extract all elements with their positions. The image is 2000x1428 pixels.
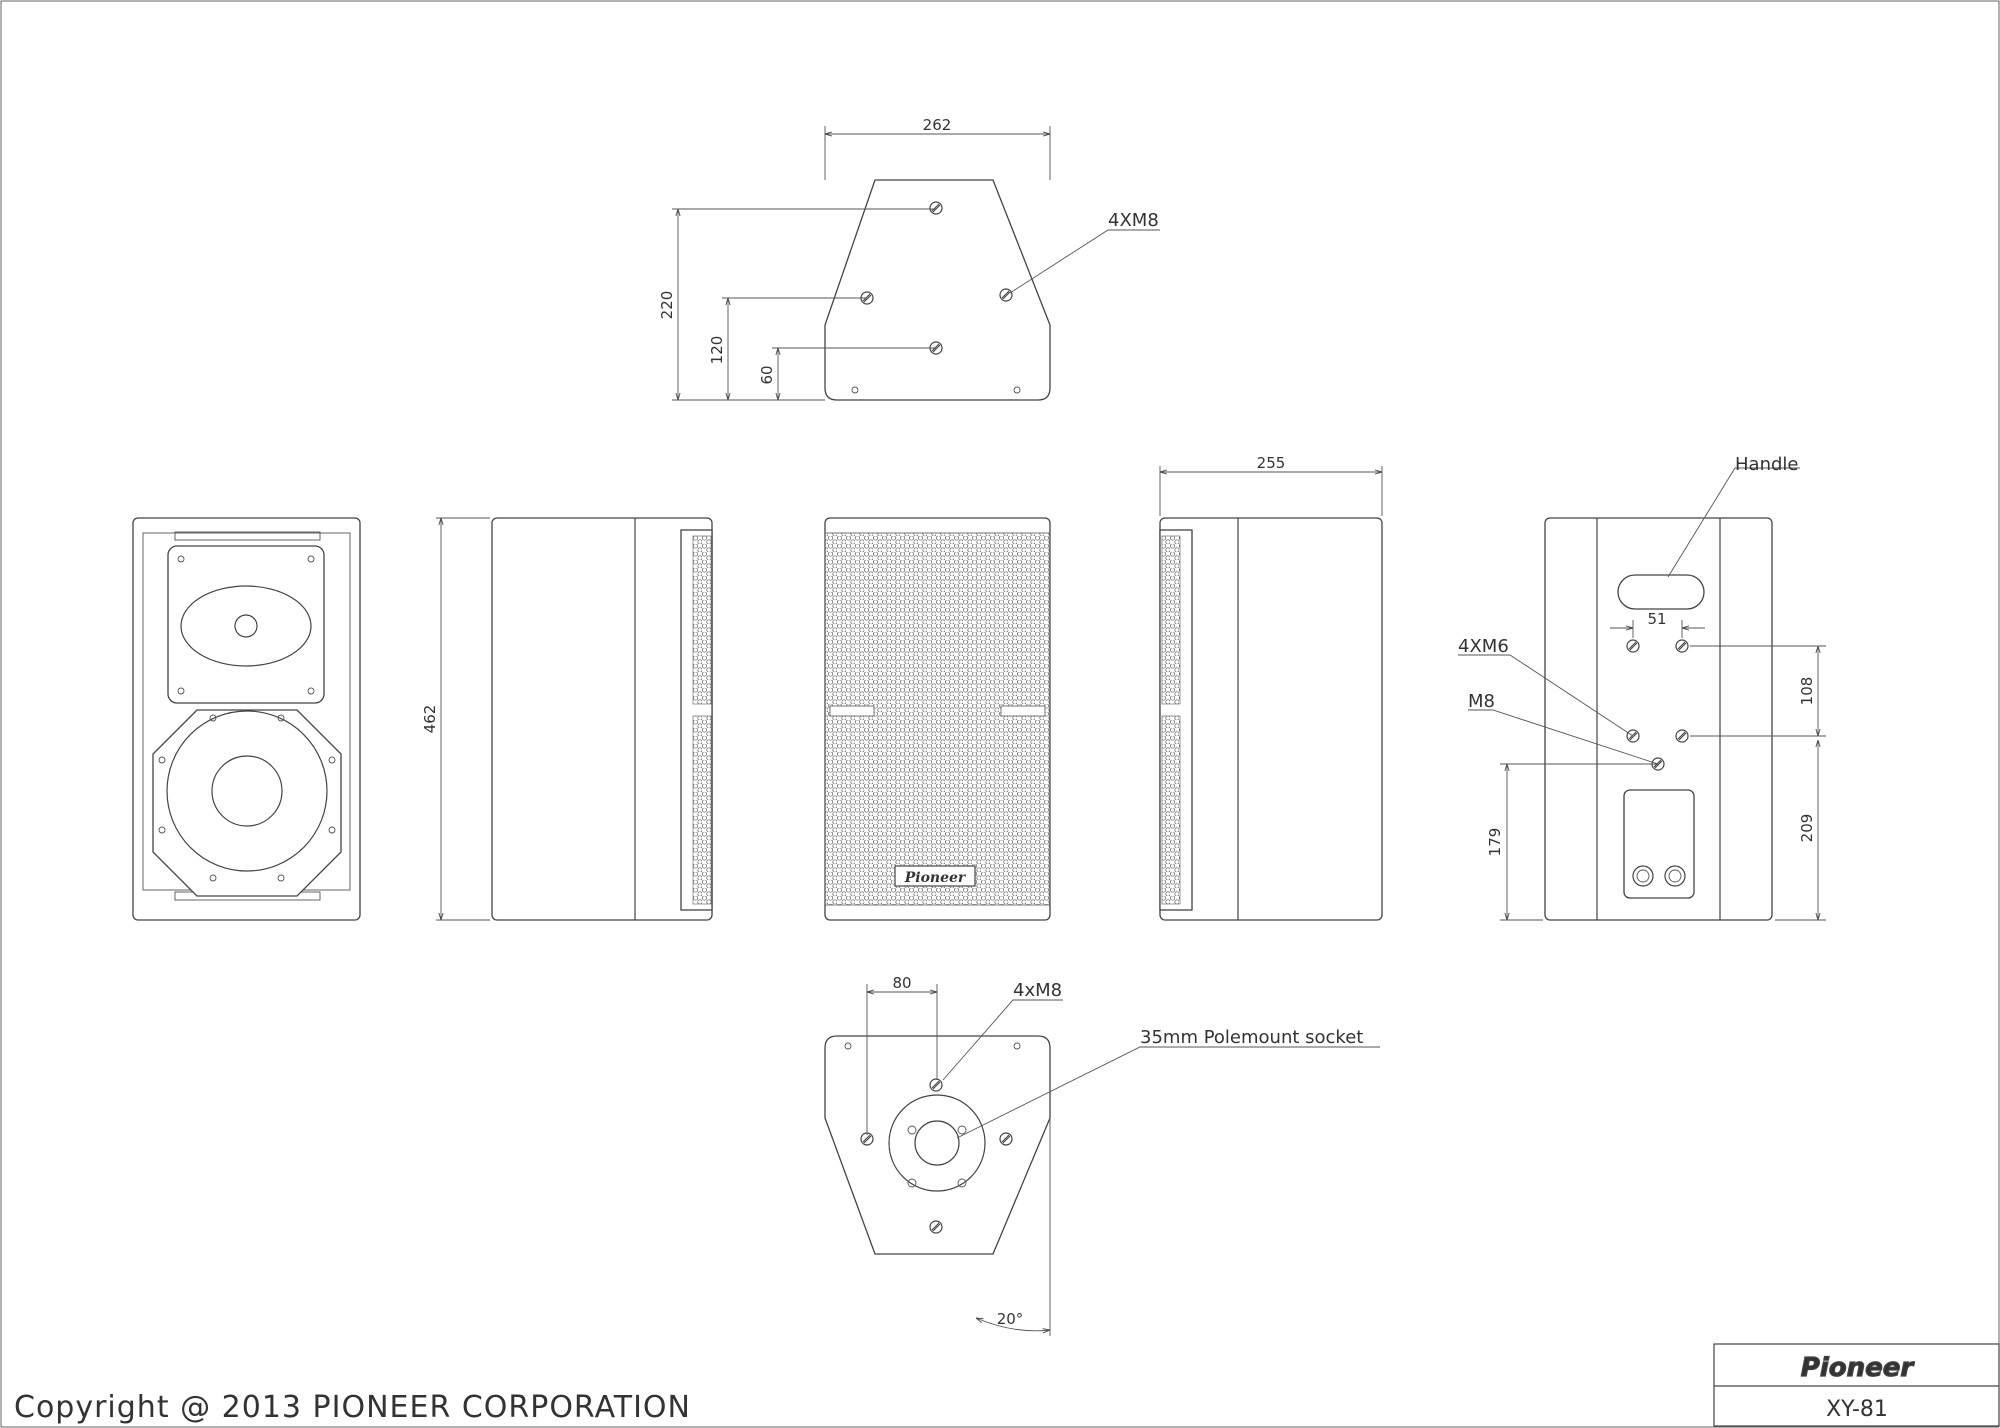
- socket-label: 35mm Polemount socket: [1140, 1027, 1363, 1048]
- top-height-220: 220: [658, 291, 676, 320]
- grille-badge: [894, 865, 976, 887]
- woofer-cone: [211, 755, 283, 827]
- woofer-frame: [152, 709, 342, 897]
- rear-m8-label: M8: [1468, 691, 1495, 712]
- top-width-dim: 262: [923, 116, 952, 134]
- polemount-flange: [888, 1094, 986, 1192]
- copyright: Copyright @ 2013 PIONEER CORPORATION: [14, 1390, 691, 1425]
- left-side-view: 462: [421, 517, 713, 921]
- handle: [1617, 574, 1705, 610]
- rear-view: Handle 51 4XM6 M8 108 209 179: [1458, 454, 1826, 921]
- rear-spacing-51: 51: [1647, 610, 1666, 628]
- top-screw-label: 4XM8: [1108, 210, 1159, 231]
- tweeter-throat: [234, 614, 258, 638]
- bottom-view: 80 4xM8 35mm Polemount socket 20°: [824, 974, 1380, 1336]
- rear-dim-108: 108: [1798, 677, 1816, 706]
- top-height-120: 120: [708, 336, 726, 365]
- title-model: XY-81: [1826, 1397, 1888, 1422]
- rear-screws-label: 4XM6: [1458, 636, 1509, 657]
- top-view: 262 220 120 60 4XM8: [658, 116, 1160, 401]
- bottom-spacing-80: 80: [892, 974, 911, 992]
- depth-dim: 255: [1257, 454, 1286, 472]
- tweeter-plate: [167, 545, 325, 704]
- bottom-screw-label: 4xM8: [1013, 980, 1062, 1001]
- tweeter-horn: [180, 585, 312, 667]
- input-panel: [1623, 789, 1695, 899]
- grille-brand: Pioneer: [904, 870, 967, 886]
- right-side-view: 255: [1159, 454, 1383, 921]
- rear-dim-209: 209: [1798, 814, 1816, 843]
- polemount-socket: [914, 1120, 960, 1166]
- rear-dim-179: 179: [1486, 828, 1504, 857]
- title-brand: Pioneer: [1801, 1353, 1916, 1383]
- top-height-60: 60: [758, 365, 776, 384]
- title-block: Pioneer XY-81: [1713, 1343, 2000, 1427]
- angle-label: 20°: [997, 1310, 1024, 1328]
- height-dim: 462: [421, 705, 439, 734]
- handle-label: Handle: [1735, 454, 1798, 475]
- woofer-surround: [166, 710, 328, 872]
- front-view-grille: Pioneer: [824, 517, 1051, 921]
- front-view-open: [132, 517, 361, 921]
- grille-mesh: [824, 532, 1051, 906]
